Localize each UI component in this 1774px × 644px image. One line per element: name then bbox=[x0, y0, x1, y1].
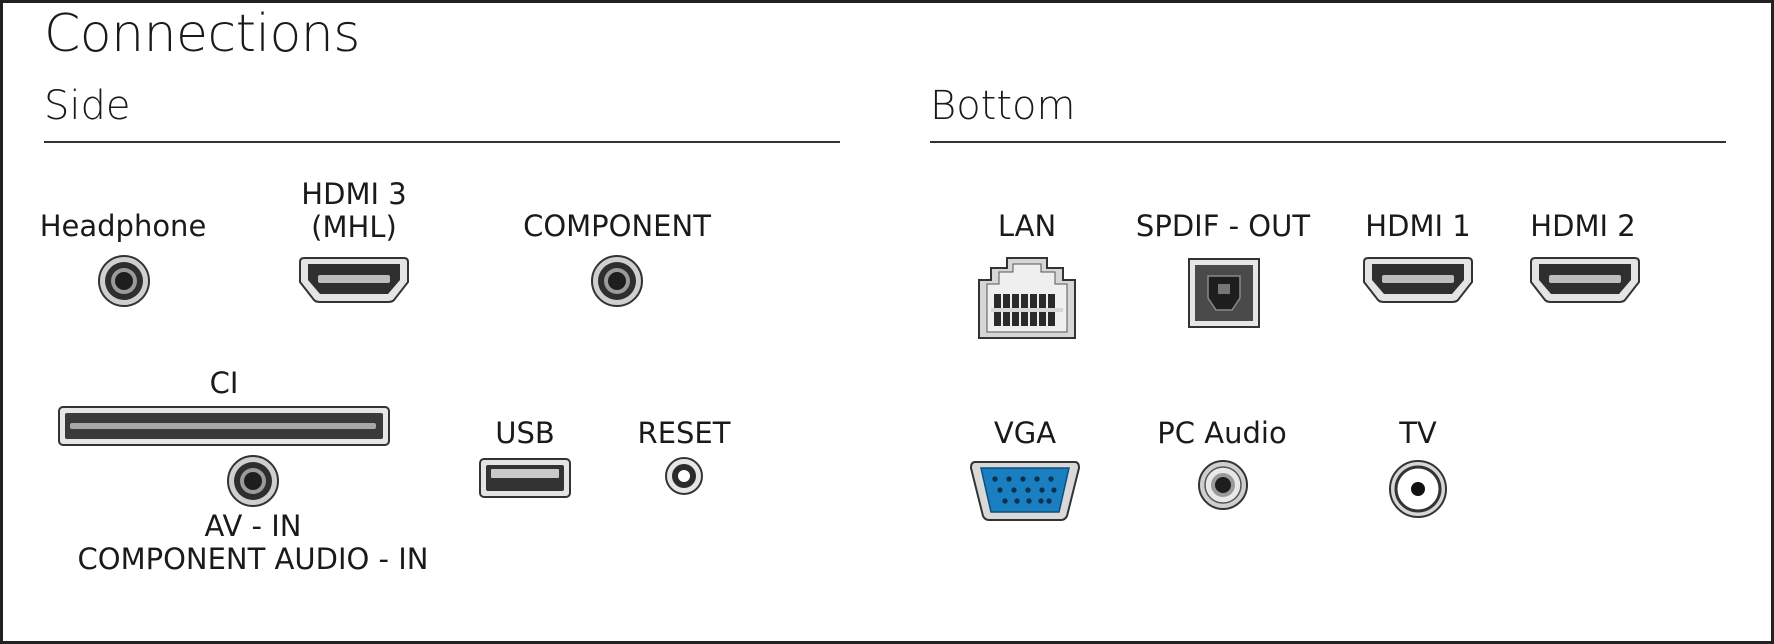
lan-label: LAN bbox=[997, 209, 1057, 243]
lan-port-icon bbox=[977, 256, 1077, 340]
pc-audio-label: PC Audio bbox=[1157, 416, 1287, 450]
page-title: Connections bbox=[44, 4, 360, 64]
av-in-label: AV - IN COMPONENT AUDIO - IN bbox=[77, 509, 429, 577]
reset-button-icon bbox=[664, 456, 704, 496]
spdif-optical-port-icon bbox=[1188, 258, 1260, 328]
vga-label: VGA bbox=[993, 416, 1057, 450]
section-divider-bottom bbox=[930, 141, 1726, 143]
section-title-side: Side bbox=[44, 83, 131, 129]
av-in-jack-icon bbox=[226, 454, 280, 508]
ci-label: CI bbox=[209, 366, 239, 400]
ci-slot-icon bbox=[58, 406, 390, 446]
hdmi3-label-line2: (MHL) bbox=[311, 210, 397, 245]
hdmi2-port-icon bbox=[1529, 256, 1641, 304]
component-jack-icon bbox=[590, 254, 644, 308]
section-title-bottom: Bottom bbox=[930, 83, 1076, 129]
headphone-label: Headphone bbox=[39, 209, 207, 243]
component-label: COMPONENT bbox=[523, 209, 711, 243]
vga-port-icon bbox=[969, 460, 1081, 522]
headphone-jack-icon bbox=[97, 254, 151, 308]
hdmi2-label: HDMI 2 bbox=[1530, 209, 1636, 243]
section-divider-side bbox=[44, 141, 840, 143]
av-in-label-line1: AV - IN bbox=[204, 509, 302, 543]
hdmi1-port-icon bbox=[1362, 256, 1474, 304]
hdmi3-port-icon bbox=[298, 256, 410, 304]
tv-label: TV bbox=[1399, 416, 1437, 450]
hdmi3-label-line1: HDMI 3 bbox=[301, 177, 407, 211]
hdmi3-label: HDMI 3 (MHL) bbox=[301, 177, 407, 245]
usb-port-icon bbox=[479, 458, 571, 498]
spdif-out-label: SPDIF - OUT bbox=[1135, 209, 1311, 243]
tv-antenna-port-icon bbox=[1388, 459, 1448, 519]
av-in-label-line2: COMPONENT AUDIO - IN bbox=[77, 542, 429, 577]
pc-audio-jack-icon bbox=[1197, 459, 1249, 511]
usb-label: USB bbox=[495, 416, 555, 450]
hdmi1-label: HDMI 1 bbox=[1365, 209, 1471, 243]
reset-label: RESET bbox=[637, 416, 731, 450]
